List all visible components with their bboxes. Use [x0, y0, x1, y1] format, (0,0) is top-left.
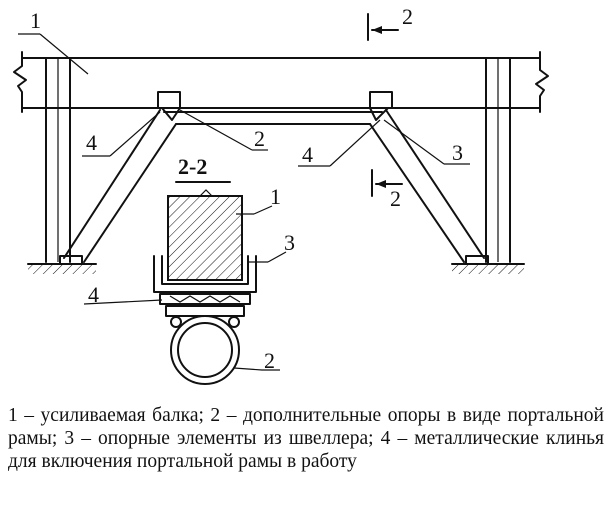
left-column — [45, 57, 71, 263]
section-detail — [153, 189, 257, 385]
portal-frame — [59, 109, 489, 265]
reinforcement-diagram: 1 2 4 4 3 2 2 2-2 1 3 4 2 — [13, 4, 549, 385]
section-marker-bottom — [371, 169, 403, 197]
section-label-top: 2 — [402, 4, 413, 29]
section-title: 2-2 — [178, 154, 207, 179]
section-leaders — [83, 205, 287, 371]
leader-lines — [18, 33, 470, 167]
section-label-4: 4 — [88, 282, 99, 307]
figure-caption: 1 – усиливаемая балка; 2 – дополнительны… — [8, 405, 604, 472]
section-marker-top — [367, 13, 399, 41]
wedge-right — [369, 107, 389, 121]
ground-left — [27, 263, 97, 274]
label-3: 3 — [452, 140, 463, 165]
label-4-left: 4 — [86, 130, 97, 155]
section-label-1: 1 — [270, 184, 281, 209]
label-4-right: 4 — [302, 142, 313, 167]
right-column — [485, 57, 511, 263]
channel-support-left — [157, 91, 181, 109]
label-1: 1 — [30, 8, 41, 33]
reinforced-beam — [13, 51, 549, 113]
wedge-left — [161, 107, 181, 121]
section-label-bottom: 2 — [390, 186, 401, 211]
label-2: 2 — [254, 126, 265, 151]
channel-support-right — [369, 91, 393, 109]
section-label-2: 2 — [264, 348, 275, 373]
section-label-3: 3 — [284, 230, 295, 255]
ground-right — [451, 263, 525, 274]
